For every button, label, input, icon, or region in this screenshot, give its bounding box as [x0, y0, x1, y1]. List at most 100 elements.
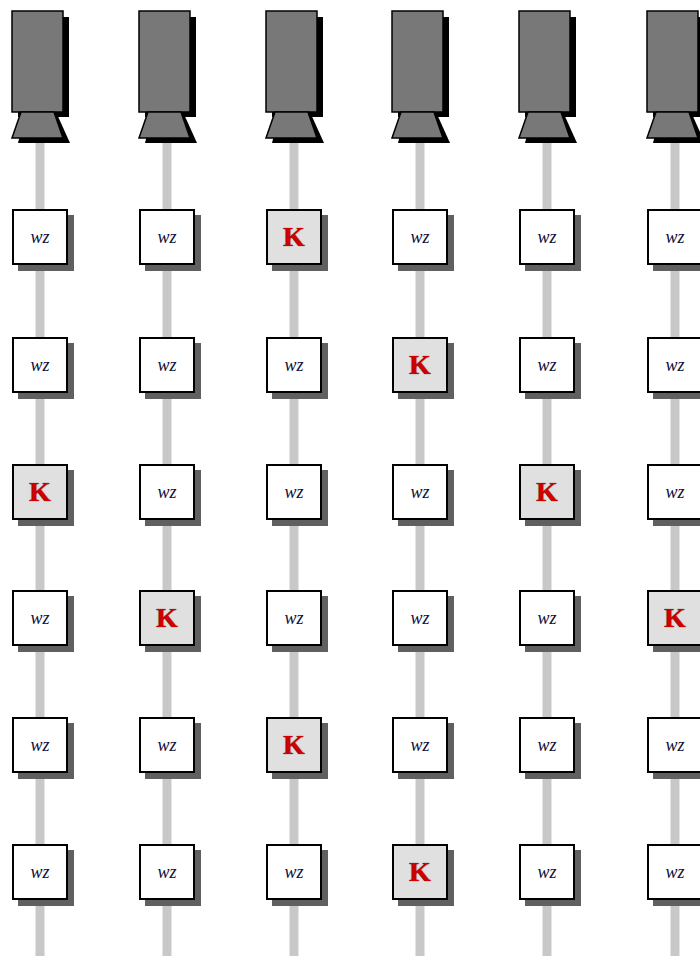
process-box: wz [519, 717, 575, 773]
process-box: wz [392, 464, 448, 520]
process-box: wz [266, 337, 322, 393]
highlight-box: K [266, 209, 322, 265]
process-box: wz [12, 844, 68, 900]
rail-connector [163, 265, 172, 337]
rail-connector [671, 773, 680, 844]
rail-connector [543, 265, 552, 337]
highlight-box: K [519, 464, 575, 520]
process-box: wz [392, 717, 448, 773]
rail-connector [671, 393, 680, 464]
head-lens [519, 112, 570, 138]
box-label: wz [284, 862, 303, 883]
rail-connector [163, 773, 172, 844]
box-label: wz [157, 862, 176, 883]
rail-connector [290, 265, 299, 337]
box-label: K [409, 349, 431, 381]
box-label: K [29, 476, 51, 508]
highlight-box: K [139, 590, 195, 646]
rail-connector [290, 393, 299, 464]
head-body [139, 11, 190, 112]
box-label: wz [157, 482, 176, 503]
rail-connector [416, 520, 425, 590]
box-label: wz [410, 482, 429, 503]
box-label: wz [537, 735, 556, 756]
box-label: wz [410, 608, 429, 629]
box-label: wz [410, 227, 429, 248]
process-box: wz [139, 209, 195, 265]
box-label: wz [665, 735, 684, 756]
box-label: wz [157, 355, 176, 376]
process-box: wz [519, 844, 575, 900]
box-label: wz [537, 227, 556, 248]
rail-connector [543, 773, 552, 844]
box-label: K [664, 602, 686, 634]
head-body [12, 11, 63, 112]
rail [290, 896, 299, 956]
box-label: wz [284, 482, 303, 503]
box-label: K [409, 856, 431, 888]
process-box: wz [519, 209, 575, 265]
rail-connector [671, 520, 680, 590]
process-box: wz [266, 590, 322, 646]
box-label: wz [157, 227, 176, 248]
box-label: wz [410, 735, 429, 756]
rail-connector [671, 646, 680, 717]
rail-connector [36, 265, 45, 337]
process-box: wz [647, 464, 700, 520]
rail-connector [671, 265, 680, 337]
process-box: wz [139, 337, 195, 393]
box-label: wz [665, 227, 684, 248]
process-box: wz [647, 209, 700, 265]
box-label: K [283, 221, 305, 253]
box-label: wz [665, 355, 684, 376]
head-body [392, 11, 443, 112]
process-box: wz [139, 717, 195, 773]
highlight-box: K [392, 844, 448, 900]
rail-connector [36, 393, 45, 464]
head-lens [392, 112, 443, 138]
rail-connector [543, 393, 552, 464]
process-box: wz [266, 464, 322, 520]
box-label: wz [284, 608, 303, 629]
rail-connector [543, 646, 552, 717]
head-lens [647, 112, 698, 138]
process-box: wz [519, 590, 575, 646]
box-label: wz [537, 862, 556, 883]
head-body [647, 11, 698, 112]
rail [36, 896, 45, 956]
box-label: K [283, 729, 305, 761]
head-lens [12, 112, 63, 138]
box-label: wz [537, 608, 556, 629]
rail-connector [36, 520, 45, 590]
rail-connector [163, 393, 172, 464]
head-body [266, 11, 317, 112]
highlight-box: K [647, 590, 700, 646]
process-box: wz [139, 844, 195, 900]
process-box: wz [519, 337, 575, 393]
box-label: wz [30, 862, 49, 883]
rail-connector [416, 773, 425, 844]
process-box: wz [12, 337, 68, 393]
process-box: wz [266, 844, 322, 900]
box-label: K [536, 476, 558, 508]
rail-connector [36, 773, 45, 844]
rail-connector [163, 520, 172, 590]
rail-connector [543, 520, 552, 590]
box-label: wz [665, 862, 684, 883]
process-box: wz [12, 209, 68, 265]
rail-connector [290, 520, 299, 590]
process-box: wz [647, 844, 700, 900]
rail [416, 896, 425, 956]
box-label: wz [157, 735, 176, 756]
box-label: wz [30, 735, 49, 756]
rail [163, 896, 172, 956]
process-box: wz [12, 590, 68, 646]
head-body [519, 11, 570, 112]
process-box: wz [139, 464, 195, 520]
box-label: K [156, 602, 178, 634]
process-box: wz [12, 717, 68, 773]
box-label: wz [537, 355, 556, 376]
rail-connector [290, 773, 299, 844]
